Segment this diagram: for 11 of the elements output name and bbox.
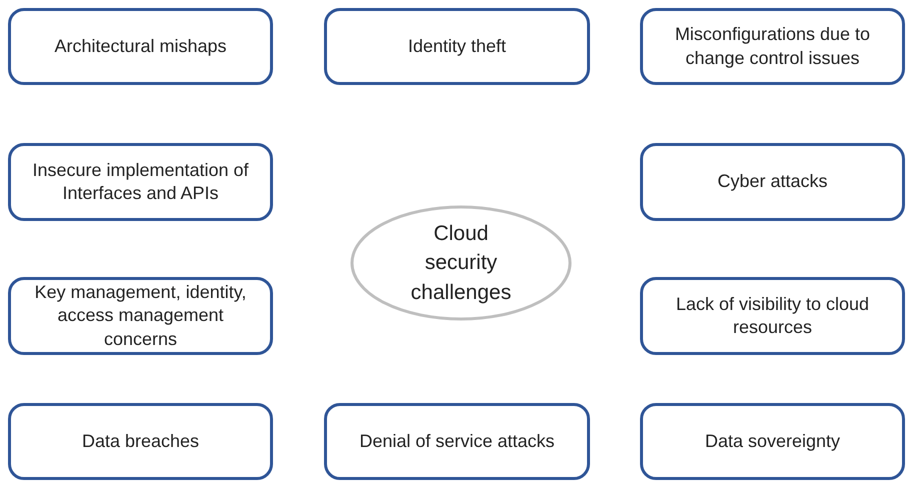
challenge-box: Denial of service attacks [324, 403, 590, 480]
topic-text: Cloud security challenges [410, 220, 512, 306]
challenge-box: Architectural mishaps [8, 8, 273, 85]
challenge-box: Key management, identity, access management concerns [8, 277, 273, 355]
challenge-box: Misconfigurations due to change control issues [640, 8, 905, 85]
challenge-box: Insecure implementation of Interfaces and APIs [8, 143, 273, 221]
challenge-box: Cyber attacks [640, 143, 905, 221]
challenge-box: Lack of visibility to cloud resources [640, 277, 905, 355]
challenge-box: Identity theft [324, 8, 590, 85]
challenge-box: Data sovereignty [640, 403, 905, 480]
challenge-box: Data breaches [8, 403, 273, 480]
